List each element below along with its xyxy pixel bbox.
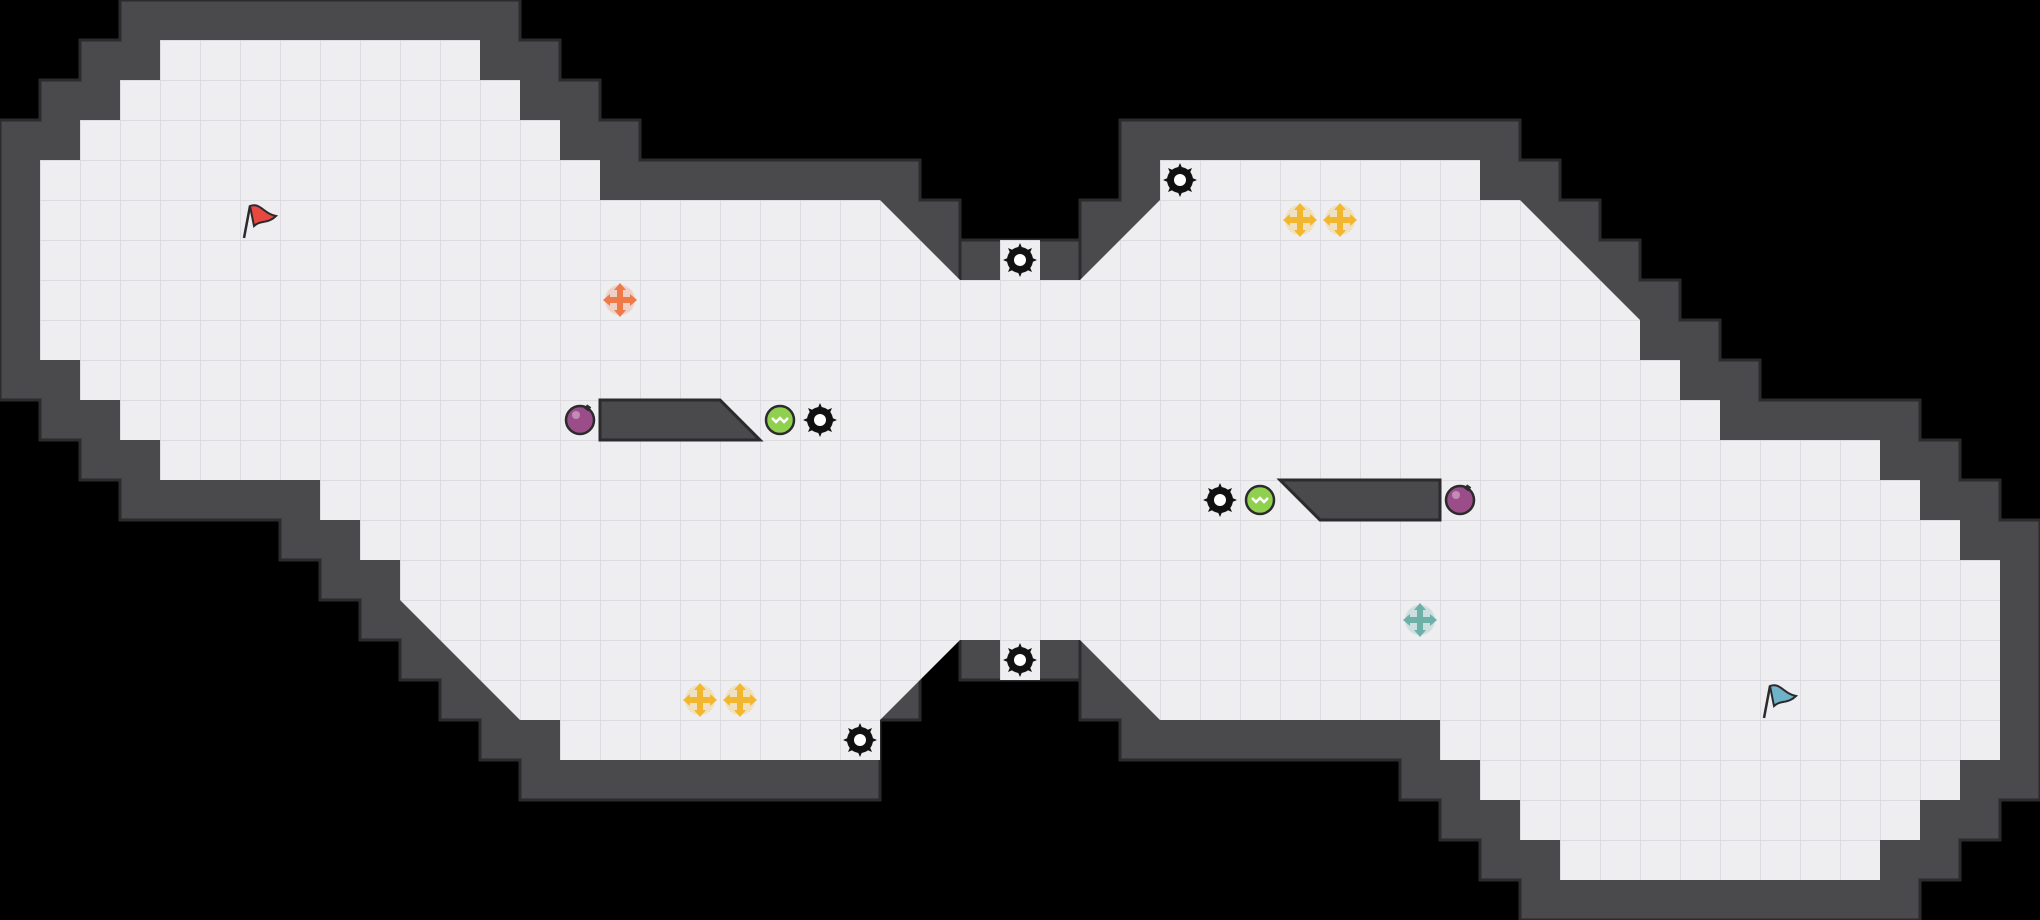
obstacle-right bbox=[1276, 478, 1442, 522]
spike-icon bbox=[1203, 483, 1237, 517]
obstacle-left bbox=[598, 398, 764, 442]
flag-icon bbox=[1762, 684, 1799, 719]
spike-icon bbox=[1003, 643, 1037, 677]
spike-icon bbox=[1003, 243, 1037, 277]
powerup-icon bbox=[764, 404, 796, 436]
spike-icon bbox=[843, 723, 877, 757]
spike-icon bbox=[803, 403, 837, 437]
bomb-icon bbox=[564, 403, 596, 436]
spike-icon bbox=[1163, 163, 1197, 197]
powerup-icon bbox=[1244, 484, 1276, 516]
red-flag[interactable] bbox=[242, 204, 279, 239]
flag-icon bbox=[242, 204, 279, 239]
bomb-icon bbox=[1444, 483, 1476, 516]
floor-layer bbox=[40, 40, 2000, 880]
floor-left-arena bbox=[40, 40, 1000, 760]
obstacle-layer bbox=[598, 398, 1442, 522]
blue-flag[interactable] bbox=[1762, 684, 1799, 719]
floor-right-arena bbox=[1040, 160, 2000, 880]
